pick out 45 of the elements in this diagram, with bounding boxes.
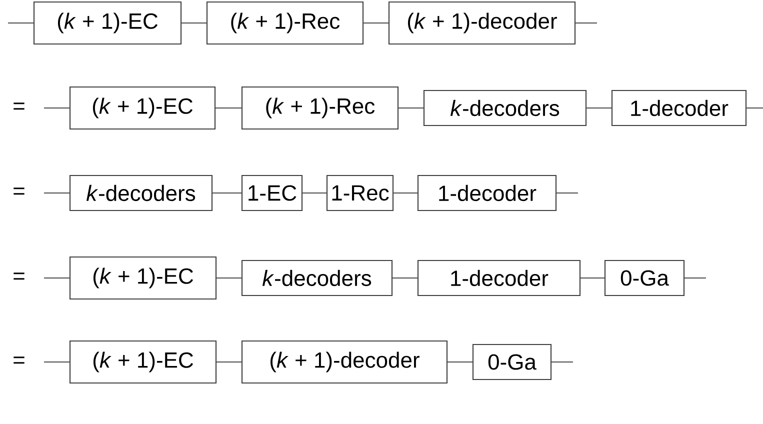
connector-line — [580, 277, 604, 279]
connector-line — [44, 192, 70, 194]
connector-line — [684, 277, 706, 279]
process-box: (k + 1)-Rec — [206, 1, 364, 45]
process-box: (k + 1)-EC — [69, 86, 216, 130]
equals-sign: = — [14, 356, 24, 364]
connector-line — [576, 22, 597, 24]
connector-line — [552, 361, 573, 363]
connector-line — [398, 107, 424, 109]
connector-line — [182, 22, 206, 24]
process-box: (k + 1)-decoder — [241, 340, 448, 384]
connector-line — [302, 192, 326, 194]
connector-line — [216, 277, 242, 279]
process-box: 1-decoder — [417, 260, 581, 296]
process-box: 0-Ga — [472, 344, 552, 380]
process-box: k-decoders — [241, 260, 393, 296]
process-box: (k + 1)-Rec — [241, 86, 399, 130]
connector-line — [44, 277, 70, 279]
process-box: 1-decoder — [611, 90, 747, 126]
connector-line — [586, 107, 612, 109]
process-box: 0-Ga — [604, 260, 685, 296]
process-box: 1-EC — [241, 174, 303, 212]
connector-line — [8, 22, 34, 24]
connector-line — [394, 192, 418, 194]
equals-sign: = — [14, 188, 24, 195]
connector-line — [364, 22, 388, 24]
connector-line — [216, 361, 242, 363]
connector-line — [212, 192, 242, 194]
connector-line — [216, 107, 242, 109]
equals-sign: = — [14, 272, 24, 280]
connector-line — [746, 107, 763, 109]
equals-sign: = — [14, 102, 24, 110]
connector-line — [44, 361, 70, 363]
connector-line — [448, 361, 472, 363]
process-box: k-decoders — [423, 90, 587, 126]
process-box: (k + 1)-decoder — [388, 1, 576, 45]
process-box: 1-decoder — [417, 174, 557, 212]
process-box: (k + 1)-EC — [69, 340, 217, 384]
connector-line — [44, 107, 70, 109]
process-box: 1-Rec — [326, 174, 394, 212]
connector-line — [556, 192, 578, 194]
connector-line — [392, 277, 418, 279]
process-box: (k + 1)-EC — [69, 256, 217, 300]
process-box: k-decoders — [69, 174, 213, 212]
process-box: (k + 1)-EC — [33, 1, 182, 45]
